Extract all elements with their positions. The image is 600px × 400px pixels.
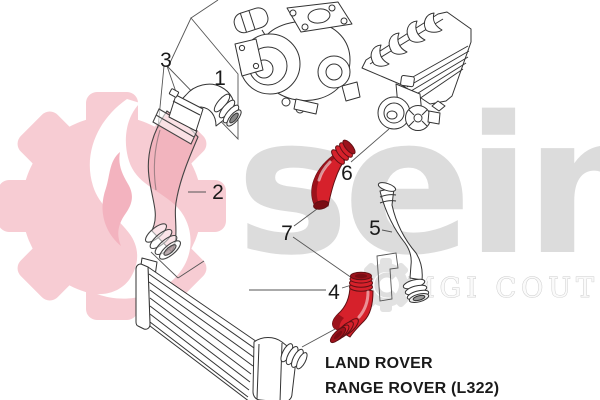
egr-throttle-drawing (377, 74, 441, 131)
flame-inner-icon (102, 152, 132, 246)
callout-4: 4 (328, 281, 340, 304)
intercooler-drawing (135, 257, 308, 400)
watermark-tagline-text: MGI COUTIER (407, 273, 600, 304)
vehicle-make-line: LAND ROVER (325, 355, 433, 372)
callout-5: 5 (369, 217, 381, 240)
callout-3: 3 (160, 49, 172, 72)
hose-1-elbow-drawing (168, 83, 242, 132)
callout-6: 6 (341, 162, 353, 185)
watermark-mgi-gear-icon (359, 258, 413, 312)
vehicle-model-text: LAND ROVER RANGE ROVER (L322) (325, 351, 499, 400)
leader-lines (150, 0, 393, 348)
hose-5-drawing (377, 182, 430, 303)
hose-6-drawing (311, 139, 356, 210)
hose-clamp-drawing (168, 88, 204, 132)
hose-4-drawing (329, 271, 374, 344)
callout-7: 7 (281, 222, 293, 245)
part1-frame-outline (167, 17, 239, 141)
vehicle-model-line: RANGE ROVER (L322) (325, 380, 500, 397)
callout-labels: 1 2 3 4 5 6 7 (160, 49, 381, 304)
callout-2: 2 (212, 181, 224, 204)
bracket-outline-drawing (376, 252, 399, 302)
turbocharger-drawing (233, 1, 361, 115)
callout-1: 1 (214, 67, 226, 90)
hose-2-drawing (144, 108, 199, 260)
